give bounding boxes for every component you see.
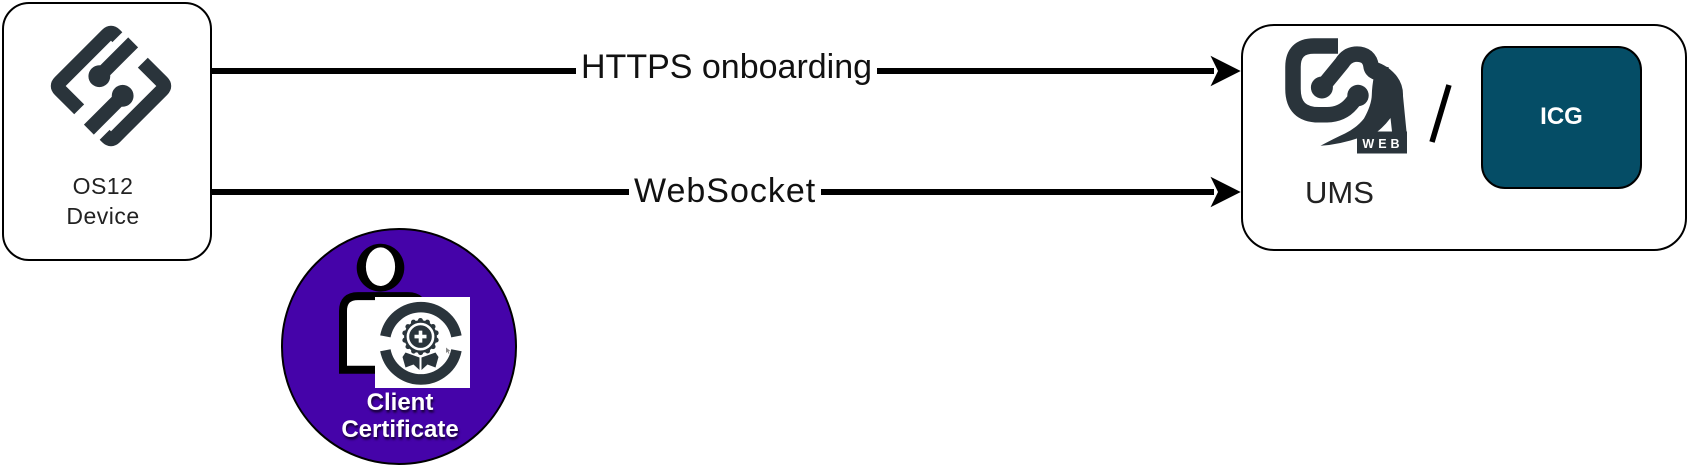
svg-text:WEB: WEB [1362, 137, 1403, 151]
